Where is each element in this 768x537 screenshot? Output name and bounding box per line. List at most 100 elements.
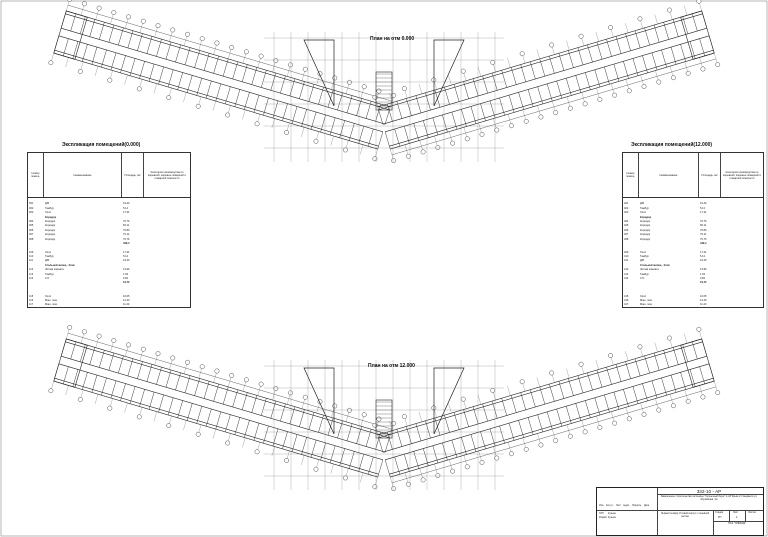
partition-line: [461, 437, 467, 455]
axis-line: [153, 83, 157, 94]
partition-line: [623, 61, 629, 79]
partition-line: [129, 386, 136, 404]
partition-line: [289, 78, 296, 96]
table-cell-name: Коридор: [45, 228, 56, 232]
axis-bubble: [254, 121, 260, 127]
partition-line: [225, 414, 231, 432]
partition-line: [184, 47, 191, 65]
partition-line: [280, 75, 286, 94]
axis-bubble: [126, 14, 131, 20]
partition-line: [91, 47, 98, 65]
table-cell-n: 111: [29, 259, 33, 263]
table-row: 439,4: [623, 242, 763, 246]
axis-bubble: [696, 326, 702, 332]
partition-line: [653, 352, 660, 371]
partition-line: [682, 344, 689, 362]
col-kol: Кол.уч.: [606, 505, 614, 507]
table-cell-name: С/У: [640, 277, 645, 281]
table-cell-area: 439,4: [700, 241, 707, 245]
table-cell-area: 3.82: [700, 277, 706, 281]
partition-line: [310, 112, 317, 130]
partition-line: [213, 56, 219, 74]
axis-bubble: [519, 51, 525, 57]
table-cell-name: Тамбур: [45, 206, 54, 210]
partition-line: [148, 392, 155, 410]
axis-bubble: [490, 60, 496, 65]
partition-line: [491, 400, 498, 419]
table-cell-name: Коридор: [640, 233, 651, 237]
partition-line: [148, 64, 155, 82]
partition-line: [689, 41, 696, 59]
axis-bubble: [450, 140, 455, 146]
axis-line: [212, 429, 216, 439]
axis-bubble: [288, 62, 293, 68]
partition-line: [670, 375, 677, 393]
table-cell-area: 66.11: [123, 224, 130, 228]
partition-line: [501, 70, 507, 88]
partition-line: [663, 350, 669, 368]
partition-line: [406, 426, 412, 444]
table-row: Стальной жилец - блок: [623, 264, 763, 268]
partition-line: [184, 375, 191, 393]
partition-line: [339, 448, 345, 466]
plan-top-title: План на отм 0.000: [370, 36, 415, 42]
table-left-header: Номер помещ. Наименование Площадь, м2 Ка…: [28, 153, 190, 198]
table-cell-cat: [721, 303, 763, 307]
partition-line: [358, 454, 365, 472]
axis-bubble: [435, 145, 441, 150]
partition-line: [222, 386, 229, 405]
sheet-label: Лист: [733, 511, 739, 514]
partition-line: [377, 459, 384, 478]
axis-bubble: [372, 156, 378, 162]
partition-line: [91, 375, 98, 393]
axis-bubble: [538, 114, 544, 120]
partition-line: [699, 38, 705, 56]
floor-plan-top: [48, 0, 721, 163]
axis-bubble: [155, 23, 161, 28]
axis-bubble: [612, 420, 617, 426]
partition-line: [537, 414, 543, 432]
partition-line: [480, 431, 486, 449]
partition-line: [575, 403, 582, 421]
partition-line: [244, 92, 250, 110]
table-cell-name: Холл: [640, 211, 647, 215]
table-cell-name: Маш. пом.: [45, 303, 58, 307]
axis-bubble: [656, 79, 662, 85]
axis-line: [330, 463, 334, 474]
partition-line: [613, 392, 620, 410]
axis-bubble: [696, 0, 702, 4]
partition-line: [310, 440, 317, 458]
axis-bubble: [225, 440, 231, 446]
partition-line: [348, 451, 355, 469]
axis-bubble: [77, 69, 83, 74]
table-cell-name: Тамбур: [640, 206, 649, 210]
partition-line: [558, 381, 565, 399]
table-cell-name: Д/Б: [640, 259, 645, 263]
table-cell-n: 410: [624, 255, 629, 259]
table-cell-area: 19.40: [123, 259, 130, 263]
sheets-label: Листов: [748, 511, 756, 514]
table-cell-area: 17.31: [123, 211, 130, 215]
partition-line: [670, 47, 677, 65]
partition-line: [346, 423, 353, 441]
wing-end-block: [53, 338, 88, 388]
table-cell-n: 402: [624, 206, 629, 210]
partition-line: [585, 400, 591, 418]
table-cell-n: 008: [29, 237, 34, 241]
axis-bubble: [509, 123, 514, 129]
axis-bubble: [549, 42, 555, 48]
table-cell-area: 76.76: [700, 219, 707, 223]
partition-line: [63, 366, 69, 384]
table-cell-n: 413: [624, 272, 629, 276]
axis-bubble: [582, 429, 588, 435]
partition-line: [423, 448, 429, 466]
partition-line: [444, 415, 450, 433]
partition-line: [463, 81, 469, 99]
axis-bubble: [597, 97, 603, 102]
